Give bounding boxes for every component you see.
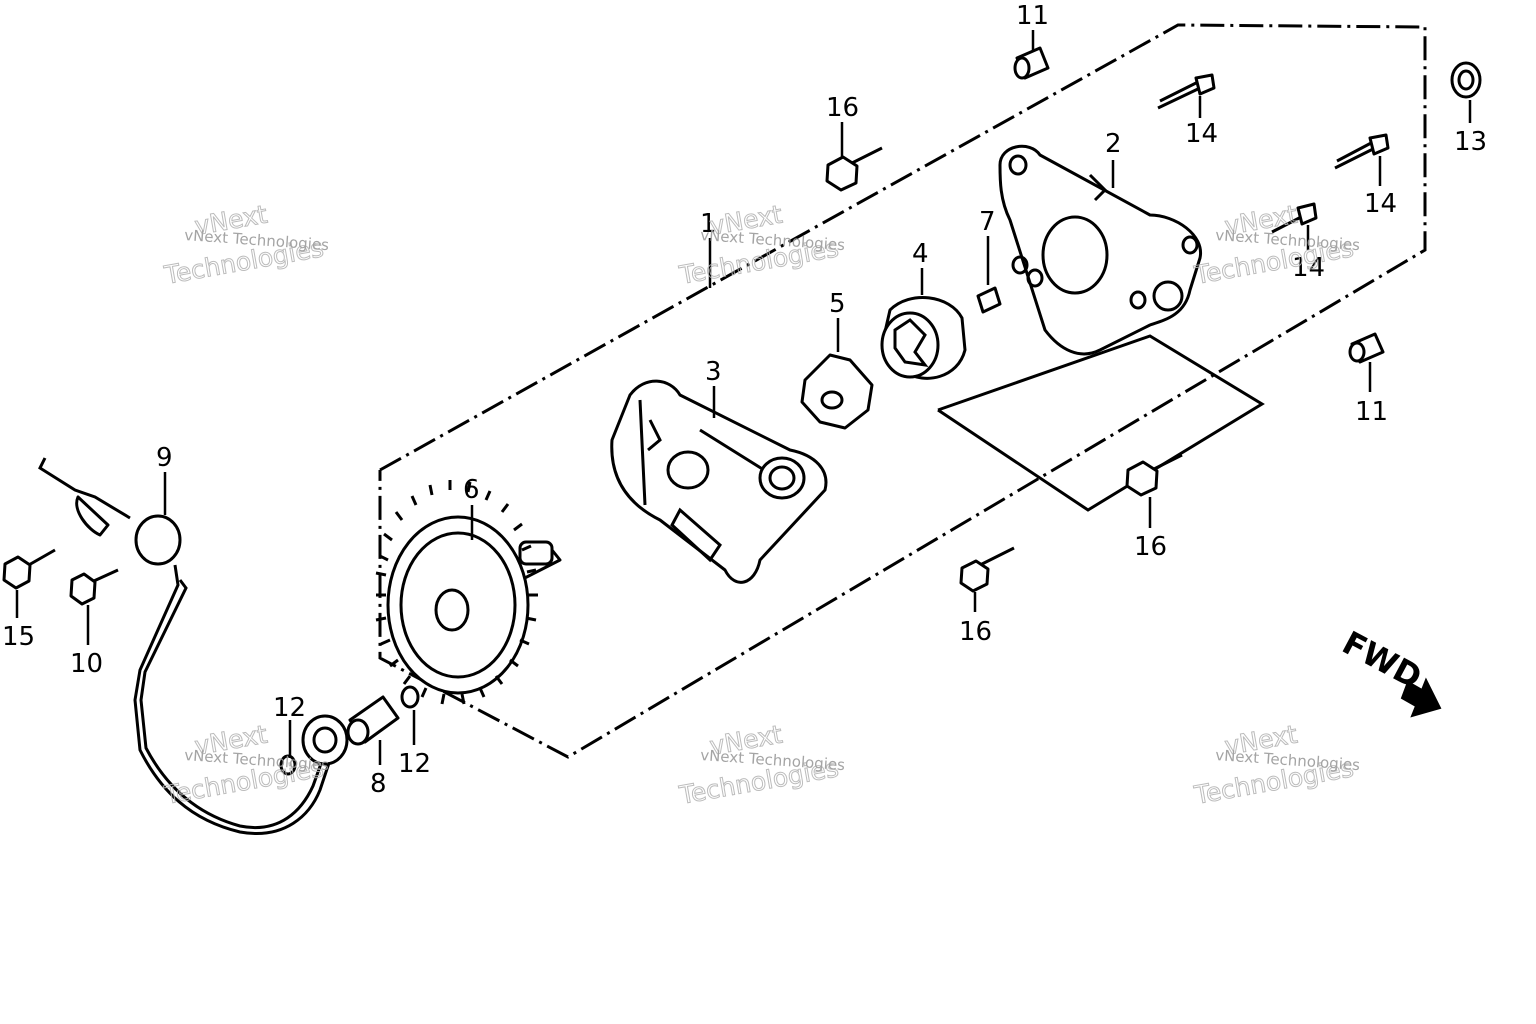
callout-13: 13 [1454, 127, 1487, 157]
dowel-pin [976, 286, 1002, 314]
inner-rotor [800, 353, 874, 430]
oil-pressure-switch [38, 457, 332, 835]
bolt-14-mid [1334, 133, 1390, 170]
joint-collar [301, 695, 400, 766]
collar-11-right [1348, 332, 1385, 364]
bolt-14-top [1157, 73, 1216, 110]
collar-11-top [1013, 46, 1050, 80]
driven-sprocket [375, 480, 562, 705]
callout-10: 10 [70, 649, 103, 679]
assembly-boundary [378, 23, 1427, 759]
callout-16-top: 16 [826, 93, 859, 123]
forward-direction-indicator: FWD [1336, 624, 1442, 718]
callout-3: 3 [705, 357, 722, 387]
bolt-15 [2, 548, 56, 590]
callout-2: 2 [1105, 129, 1122, 159]
callout-8: 8 [370, 769, 387, 799]
leader-lines [15, 30, 1472, 765]
callout-labels: 1 2 3 4 5 6 7 8 9 10 11 11 12 12 13 14 1… [2, 1, 1487, 799]
outer-rotor [880, 296, 967, 380]
washer-13 [1450, 61, 1482, 99]
pump-cover [610, 379, 828, 584]
fwd-arrow-icon [1400, 677, 1442, 718]
bolt-10 [69, 568, 119, 606]
bolt-14-low [1271, 202, 1318, 234]
callout-16-bottom: 16 [959, 617, 992, 647]
callout-4: 4 [912, 239, 929, 269]
callout-12-left: 12 [273, 693, 306, 723]
callout-14-low: 14 [1292, 253, 1325, 283]
callout-12-right: 12 [398, 749, 431, 779]
callout-7: 7 [979, 207, 996, 237]
pump-housing [998, 144, 1202, 356]
housing-frame [937, 334, 1265, 512]
callout-1: 1 [700, 209, 717, 239]
callout-5: 5 [829, 289, 846, 319]
callout-14-top: 14 [1185, 119, 1218, 149]
callout-11-top: 11 [1016, 1, 1049, 31]
callout-9: 9 [156, 443, 173, 473]
flange-bolt-16-bottom [959, 546, 1015, 593]
callout-6: 6 [463, 475, 480, 505]
flange-bolt-16-top [825, 146, 883, 192]
callout-15: 15 [2, 622, 35, 652]
flange-bolt-16-right [1125, 453, 1183, 497]
callout-16-right: 16 [1134, 532, 1167, 562]
callout-11-right: 11 [1355, 397, 1388, 427]
callout-14-mid: 14 [1364, 189, 1397, 219]
o-ring-left [279, 754, 297, 776]
o-ring-right [400, 685, 420, 709]
